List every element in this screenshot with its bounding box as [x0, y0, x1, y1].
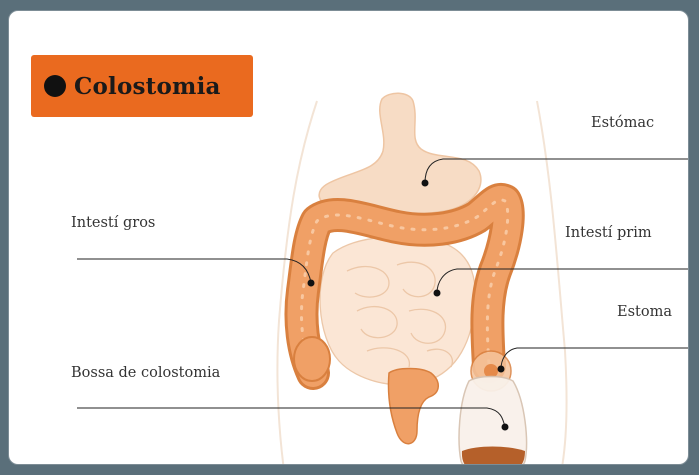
label-colostomy-bag: Bossa de colostomia [71, 365, 220, 381]
cecum-shape [294, 337, 330, 381]
label-small-intestine: Intestí prim [565, 225, 652, 241]
stomach-shape [319, 93, 481, 214]
small-intestine-shape [320, 237, 475, 385]
diagram-card: Colostomia Estómac Intestí gros Intestí … [8, 10, 689, 465]
label-stoma: Estoma [617, 304, 672, 320]
label-large-intestine: Intestí gros [71, 215, 155, 231]
title-banner: Colostomia [31, 55, 253, 117]
label-stomach: Estómac [591, 115, 654, 131]
bullet-dot-icon [44, 75, 66, 97]
rectum-shape [388, 369, 438, 444]
colostomy-bag-content [462, 447, 525, 466]
body-outline-right [537, 101, 567, 465]
diagram-title: Colostomia [74, 73, 221, 100]
